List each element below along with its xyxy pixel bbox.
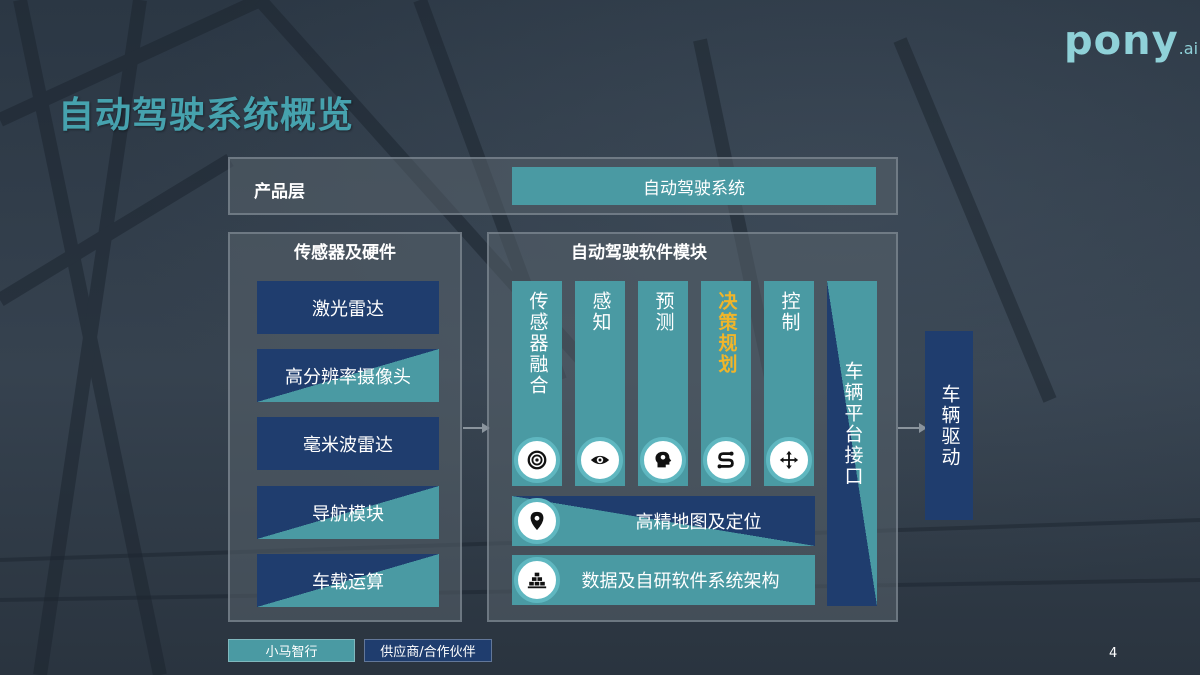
hd-map-box: 高精地图及定位 [512, 496, 815, 546]
logo-text: pony [1064, 18, 1179, 64]
product-layer-panel: 产品层 自动驾驶系统 [228, 157, 898, 215]
hardware-title: 传感器及硬件 [294, 243, 396, 263]
hardware-item-lidar: 激光雷达 [257, 281, 439, 334]
map-pin-icon [514, 498, 560, 544]
software-to-drive-arrow [898, 423, 927, 433]
vehicle-drive-box: 车辆驱动 [925, 331, 973, 520]
hardware-item-computing: 车载运算 [257, 554, 439, 607]
product-box: 自动驾驶系统 [512, 167, 876, 205]
hardware-item-camera: 高分辨率摄像头 [257, 349, 439, 402]
architecture-box: 数据及自研软件系统架构 [512, 555, 815, 605]
software-title: 自动驾驶软件模块 [571, 243, 707, 263]
legend-partner: 供应商/合作伙伴 [364, 639, 492, 662]
architecture-label: 数据及自研软件系统架构 [581, 571, 780, 592]
eye-icon [577, 437, 623, 483]
pony-logo: pony.ai [1064, 18, 1198, 66]
stack-icon [514, 557, 560, 603]
module-perception-label: 感知 [589, 291, 612, 333]
hardware-item-navigation: 导航模块 [257, 486, 439, 539]
page-number: 4 [1109, 646, 1118, 661]
sensor-fusion-icon [514, 437, 560, 483]
product-layer-label: 产品层 [254, 182, 305, 202]
module-control-label: 控制 [778, 291, 801, 333]
module-prediction-label: 预测 [652, 291, 675, 333]
vehicle-platform-interface-label: 车辆平台接口 [841, 361, 864, 487]
hardware-to-software-arrow [463, 423, 490, 433]
hd-map-label: 高精地图及定位 [635, 512, 762, 533]
legend-pony: 小马智行 [228, 639, 355, 662]
module-planning-label: 决策规划 [715, 291, 738, 375]
head-icon [640, 437, 686, 483]
software-panel: 自动驾驶软件模块 传感器融合 感知 预测 决策规划 控制 车辆平台接口 高精地图… [487, 232, 898, 622]
logo-suffix: .ai [1178, 39, 1199, 58]
hardware-item-radar: 毫米波雷达 [257, 417, 439, 470]
module-sensor-fusion-label: 传感器融合 [526, 291, 549, 396]
hardware-panel: 传感器及硬件 激光雷达 高分辨率摄像头 毫米波雷达 导航模块 车载运算 [228, 232, 462, 622]
vehicle-platform-interface: 车辆平台接口 [827, 281, 877, 606]
route-icon [703, 437, 749, 483]
vehicle-drive-label: 车辆驱动 [938, 383, 961, 468]
page-title: 自动驾驶系统概览 [58, 95, 355, 136]
move-arrows-icon [766, 437, 812, 483]
